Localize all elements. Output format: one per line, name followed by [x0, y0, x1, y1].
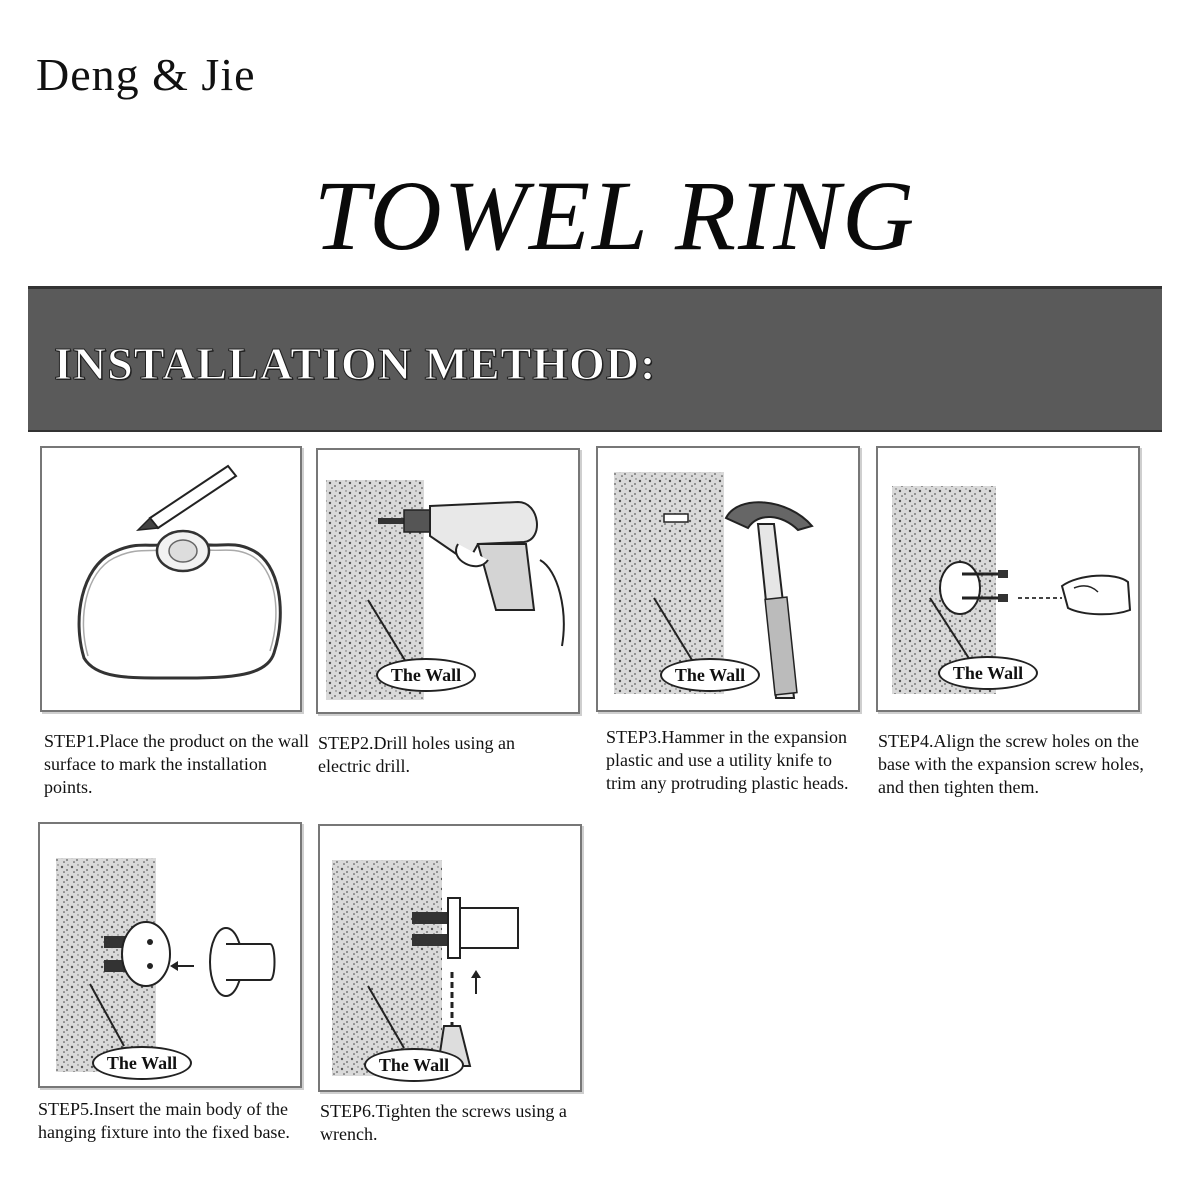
wall-label: The Wall	[938, 656, 1038, 690]
wall-label: The Wall	[660, 658, 760, 692]
step4-caption: STEP4.Align the screw holes on the base …	[878, 731, 1144, 797]
brand-logo: Deng & Jie	[36, 49, 256, 100]
step6-illustration: The Wall	[318, 824, 582, 1092]
step3-illustration: The Wall	[596, 446, 860, 712]
arrow-up-icon	[471, 970, 481, 994]
step2-caption: STEP2.Drill holes using an electric dril…	[318, 733, 515, 776]
step1-illustration	[40, 446, 302, 712]
step6-caption: STEP6.Tighten the screws using a wrench.	[320, 1101, 567, 1144]
wall-base-insert-drawing	[56, 858, 276, 1072]
pencil-icon	[135, 464, 238, 531]
step2-illustration: The Wall	[316, 448, 580, 714]
step3-caption: STEP3.Hammer in the expansion plastic an…	[606, 727, 849, 793]
page-title: TOWEL RING	[313, 160, 917, 271]
drill-icon	[378, 500, 565, 647]
hand-screwdriver-icon	[1060, 574, 1132, 616]
wall-wrench-drawing	[332, 860, 519, 1076]
arrow-left-icon	[170, 961, 194, 971]
screw-icon	[962, 570, 1008, 602]
wall-hammer-drawing	[614, 472, 814, 699]
step1-caption: STEP1.Place the product on the wall surf…	[44, 731, 309, 797]
hammer-icon	[724, 501, 814, 699]
wall-label: The Wall	[376, 658, 476, 692]
wall-drill-drawing	[326, 480, 565, 700]
wall-label: The Wall	[364, 1048, 464, 1082]
step5-illustration: The Wall	[38, 822, 302, 1088]
section-banner: INSTALLATION METHOD:	[28, 286, 1162, 432]
step4-illustration: The Wall	[876, 446, 1140, 712]
wall-label: The Wall	[92, 1046, 192, 1080]
banner-heading: INSTALLATION METHOD:	[53, 338, 657, 390]
step5-caption: STEP5.Insert the main body of the hangin…	[38, 1099, 290, 1142]
towel-ring-pencil-drawing	[77, 464, 282, 680]
